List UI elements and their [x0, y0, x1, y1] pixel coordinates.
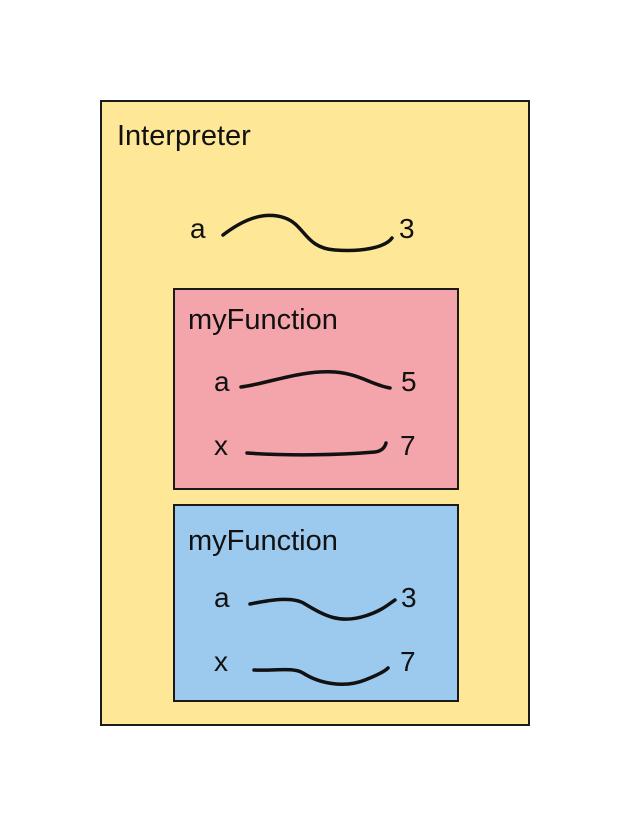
global-var-name: a: [190, 213, 206, 244]
function-frame-2: [173, 504, 459, 702]
frame-2-var-x-name: x: [214, 646, 228, 677]
function-frame-1-title: myFunction: [188, 304, 338, 336]
interpreter-title: Interpreter: [117, 120, 251, 152]
global-var-value: 3: [399, 213, 415, 244]
frame-1-var-x-name: x: [214, 430, 228, 461]
frame-1-var-x-value: 7: [400, 430, 416, 461]
frame-2-var-a-value: 3: [401, 582, 417, 613]
frame-2-var-x-value: 7: [400, 646, 416, 677]
frame-2-var-a-name: a: [214, 582, 230, 613]
frame-1-var-a-name: a: [214, 366, 230, 397]
frame-1-var-a-value: 5: [401, 366, 417, 397]
function-frame-2-title: myFunction: [188, 525, 338, 557]
